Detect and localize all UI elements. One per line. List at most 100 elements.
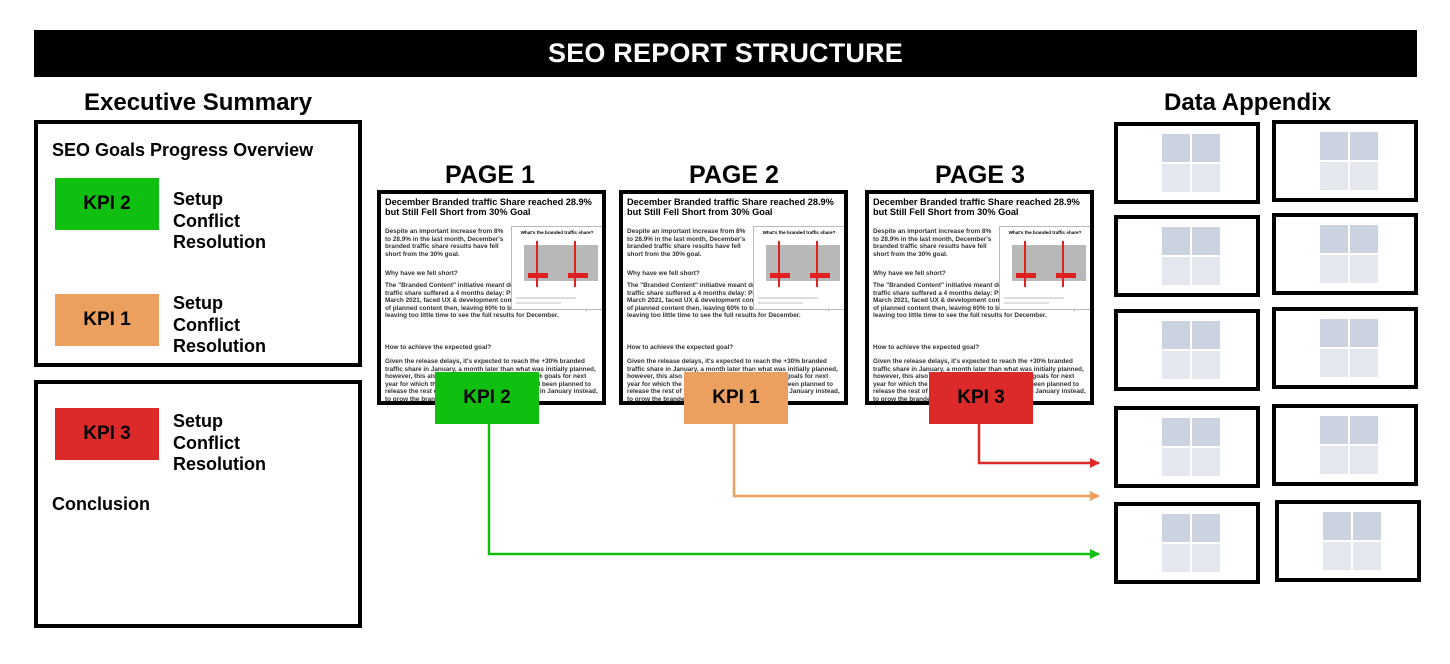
thumbnail-cell bbox=[1350, 255, 1378, 283]
appendix-thumbnail bbox=[1272, 307, 1418, 389]
mini-chart-tag bbox=[568, 273, 588, 278]
mini-chart-caption bbox=[1004, 302, 1049, 304]
page-question-2: How to achieve the expected goal? bbox=[385, 344, 492, 351]
thumbnail-cell bbox=[1320, 162, 1348, 190]
mini-chart-caption bbox=[758, 297, 818, 299]
page-question-2: How to achieve the expected goal? bbox=[873, 344, 980, 351]
summary-kpi-1-badge: KPI 1 bbox=[55, 294, 159, 346]
page-2-title: PAGE 2 bbox=[689, 161, 779, 189]
mini-chart-caption bbox=[516, 302, 561, 304]
page-2-kpi-tag: KPI 1 bbox=[684, 372, 788, 424]
appendix-thumbnail bbox=[1114, 309, 1260, 391]
data-appendix-heading: Data Appendix bbox=[1164, 89, 1332, 116]
thumbnail-cell bbox=[1192, 544, 1220, 572]
mini-chart-marker bbox=[1062, 241, 1064, 287]
page-3-title: PAGE 3 bbox=[935, 161, 1025, 189]
page-headline: December Branded traffic Share reached 2… bbox=[627, 197, 834, 217]
thumbnail-cell bbox=[1192, 448, 1220, 476]
summary-kpi-3-notes: Setup Conflict Resolution bbox=[173, 411, 266, 476]
mini-chart-caption bbox=[516, 297, 576, 299]
kpi-note-line: Conflict bbox=[173, 432, 240, 453]
thumbnail-cell bbox=[1350, 416, 1378, 444]
thumbnail-cell bbox=[1162, 514, 1190, 542]
thumbnail-cell bbox=[1323, 512, 1351, 540]
thumbnail-cell bbox=[1192, 418, 1220, 446]
appendix-thumbnail bbox=[1272, 213, 1418, 295]
page-answer-1-text: The "Branded Content" initiative meant d… bbox=[627, 282, 840, 320]
mini-chart-marker bbox=[536, 241, 538, 287]
page-question-1: Why have we fell short? bbox=[385, 270, 458, 277]
mini-chart-tag bbox=[1016, 273, 1036, 278]
thumbnail-cell bbox=[1350, 349, 1378, 377]
appendix-thumbnail bbox=[1114, 215, 1260, 297]
mini-chart-marker bbox=[574, 241, 576, 287]
thumbnail-cell bbox=[1323, 542, 1351, 570]
thumbnail-cell bbox=[1350, 162, 1378, 190]
page-mini-chart: What's the branded traffic share? bbox=[999, 226, 1090, 310]
page-answer-1: The "Branded Content" initiative meant d… bbox=[873, 282, 1087, 320]
appendix-thumbnail bbox=[1114, 502, 1260, 584]
thumbnail-grid bbox=[1320, 319, 1378, 377]
kpi-note-line: Resolution bbox=[173, 336, 266, 356]
thumbnail-cell bbox=[1320, 255, 1348, 283]
kpi-note-line: Setup bbox=[173, 411, 224, 431]
appendix-thumbnail bbox=[1114, 406, 1260, 488]
mini-chart-tag bbox=[528, 273, 548, 278]
mini-chart-marker bbox=[778, 241, 780, 287]
page-3-kpi-tag: KPI 3 bbox=[929, 372, 1033, 424]
thumbnail-cell bbox=[1162, 257, 1190, 285]
mini-chart-tag bbox=[810, 273, 830, 278]
thumbnail-grid bbox=[1323, 512, 1381, 570]
mini-chart-caption bbox=[1004, 297, 1064, 299]
thumbnail-cell bbox=[1353, 542, 1381, 570]
report-title-banner: SEO REPORT STRUCTURE bbox=[34, 30, 1417, 77]
thumbnail-cell bbox=[1320, 132, 1348, 160]
thumbnail-cell bbox=[1350, 225, 1378, 253]
executive-summary-heading: Executive Summary bbox=[84, 89, 313, 116]
thumbnail-cell bbox=[1353, 512, 1381, 540]
mini-chart-tag bbox=[770, 273, 790, 278]
kpi-note-line: Setup bbox=[173, 189, 224, 209]
thumbnail-cell bbox=[1350, 132, 1378, 160]
thumbnail-cell bbox=[1320, 416, 1348, 444]
appendix-thumbnail bbox=[1272, 404, 1418, 486]
thumbnail-grid bbox=[1320, 132, 1378, 190]
thumbnail-cell bbox=[1192, 514, 1220, 542]
thumbnail-grid bbox=[1320, 416, 1378, 474]
thumbnail-cell bbox=[1320, 349, 1348, 377]
page-headline: December Branded traffic Share reached 2… bbox=[385, 197, 592, 217]
kpi-note-line: Resolution bbox=[173, 454, 266, 474]
goals-overview-title: SEO Goals Progress Overview bbox=[52, 140, 314, 160]
summary-kpi-1-notes: Setup Conflict Resolution bbox=[173, 293, 266, 358]
kpi-2-connector-arrow bbox=[487, 424, 1100, 559]
mini-chart-caption bbox=[758, 302, 803, 304]
page-mini-chart: What's the branded traffic share? bbox=[753, 226, 844, 310]
thumbnail-cell bbox=[1162, 134, 1190, 162]
thumbnail-grid bbox=[1162, 227, 1220, 285]
kpi-1-connector-arrow bbox=[732, 424, 1100, 501]
page-intro-text: Despite an important increase from 8% to… bbox=[873, 228, 992, 258]
page-answer-1: The "Branded Content" initiative meant d… bbox=[627, 282, 841, 320]
appendix-thumbnail bbox=[1114, 122, 1260, 204]
thumbnail-cell bbox=[1350, 446, 1378, 474]
kpi-note-line: Setup bbox=[173, 293, 224, 313]
page-answer-1-text: The "Branded Content" initiative meant d… bbox=[873, 282, 1086, 320]
appendix-thumbnail bbox=[1272, 120, 1418, 202]
mini-chart-marker bbox=[816, 241, 818, 287]
thumbnail-grid bbox=[1320, 225, 1378, 283]
mini-chart-title: What's the branded traffic share? bbox=[520, 230, 594, 235]
thumbnail-cell bbox=[1162, 544, 1190, 572]
kpi-3-connector-arrow bbox=[977, 424, 1100, 468]
kpi-note-line: Conflict bbox=[173, 210, 240, 231]
thumbnail-cell bbox=[1192, 321, 1220, 349]
thumbnail-cell bbox=[1162, 448, 1190, 476]
page-mini-chart: What's the branded traffic share? bbox=[511, 226, 602, 310]
mini-chart-title: What's the branded traffic share? bbox=[762, 230, 836, 235]
thumbnail-cell bbox=[1192, 351, 1220, 379]
page-question-1: Why have we fell short? bbox=[627, 270, 700, 277]
mini-chart-title: What's the branded traffic share? bbox=[1008, 230, 1082, 235]
page-1-title: PAGE 1 bbox=[445, 161, 535, 189]
mini-chart-marker bbox=[1024, 241, 1026, 287]
thumbnail-cell bbox=[1350, 319, 1378, 347]
thumbnail-cell bbox=[1162, 164, 1190, 192]
